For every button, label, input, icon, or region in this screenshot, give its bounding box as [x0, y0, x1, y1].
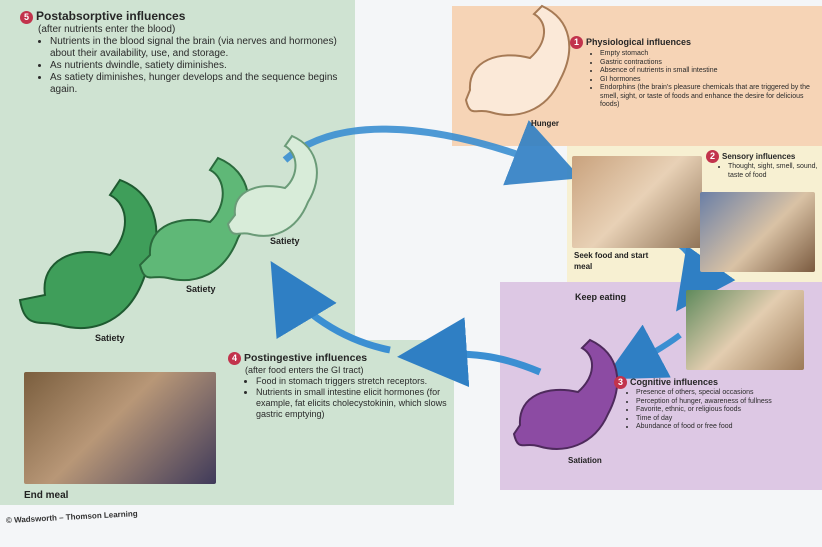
cognitive-bullet: Abundance of food or free food: [636, 423, 820, 432]
photo-family-meal: [572, 156, 702, 248]
satiation-label: Satiation: [568, 456, 602, 465]
photo-kitchen: [24, 372, 216, 484]
step-5-badge: 5: [20, 11, 33, 24]
arrow-to-satiety: [270, 260, 391, 354]
hunger-label: Hunger: [531, 119, 559, 128]
physiological-bullet: Empty stomach: [600, 50, 820, 59]
physiological-title: Physiological influences: [586, 37, 692, 47]
hunger-stomach: [464, 4, 571, 116]
seek-food-caption: Seek food and start meal: [574, 251, 649, 271]
step-3-badge: 3: [614, 376, 627, 389]
photo-diners: [700, 192, 815, 272]
arrow-to-end-meal: [397, 317, 542, 388]
postabsorptive-subtitle: (after nutrients enter the blood): [38, 24, 176, 35]
step-2-badge: 2: [706, 150, 719, 163]
physiological-bullet: Gastric contractions: [600, 59, 820, 68]
cognitive-title: Cognitive influences: [630, 377, 719, 387]
satiety-label: Satiety: [270, 236, 300, 246]
postabsorptive-bullet: Nutrients in the blood signal the brain …: [50, 36, 340, 60]
photo-friends-eating: [686, 290, 804, 370]
satiation-stomach: [512, 338, 619, 450]
postabsorptive-title: Postabsorptive influences: [36, 9, 186, 23]
arrow-to-keep-eating: [676, 242, 736, 312]
step-4-badge: 4: [228, 352, 241, 365]
cognitive-bullet: Time of day: [636, 415, 820, 424]
postingestive-bullet: Food in stomach triggers stretch recepto…: [256, 376, 452, 387]
satiety-stomach-small: [226, 134, 318, 237]
cognitive-bullet: Favorite, ethnic, or religious foods: [636, 406, 820, 415]
postingestive-title: Postingestive influences: [244, 352, 368, 364]
postabsorptive-bullet: As satiety diminishes, hunger develops a…: [50, 72, 340, 96]
step-1-badge: 1: [570, 36, 583, 49]
satiety-label: Satiety: [186, 284, 216, 294]
cognitive-bullet: Presence of others, special occasions: [636, 389, 820, 398]
arrow-to-hunger: [282, 120, 582, 186]
end-meal-caption: End meal: [24, 490, 69, 501]
sensory-bullet: Thought, sight, smell, sound, taste of f…: [728, 163, 820, 180]
keep-eating-label: Keep eating: [575, 292, 627, 302]
arrow-to-satiation: [603, 324, 682, 380]
postingestive-bullet: Nutrients in small intestine elicit horm…: [256, 387, 452, 420]
cognitive-bullet: Perception of hunger, awareness of fulln…: [636, 398, 820, 407]
satiety-stomach-middle: [138, 156, 250, 282]
postingestive-subtitle: (after food enters the GI tract): [245, 365, 364, 375]
physiological-bullet: Endorphins (the brain's pleasure chemica…: [600, 84, 820, 110]
physiological-bullet: GI hormones: [600, 76, 820, 85]
physiological-bullet: Absence of nutrients in small intestine: [600, 67, 820, 76]
sensory-title: Sensory influences: [722, 152, 796, 161]
postabsorptive-bullet: As nutrients dwindle, satiety diminishes…: [50, 60, 340, 72]
satiety-stomach-large: [18, 178, 158, 329]
satiety-label: Satiety: [95, 333, 125, 343]
